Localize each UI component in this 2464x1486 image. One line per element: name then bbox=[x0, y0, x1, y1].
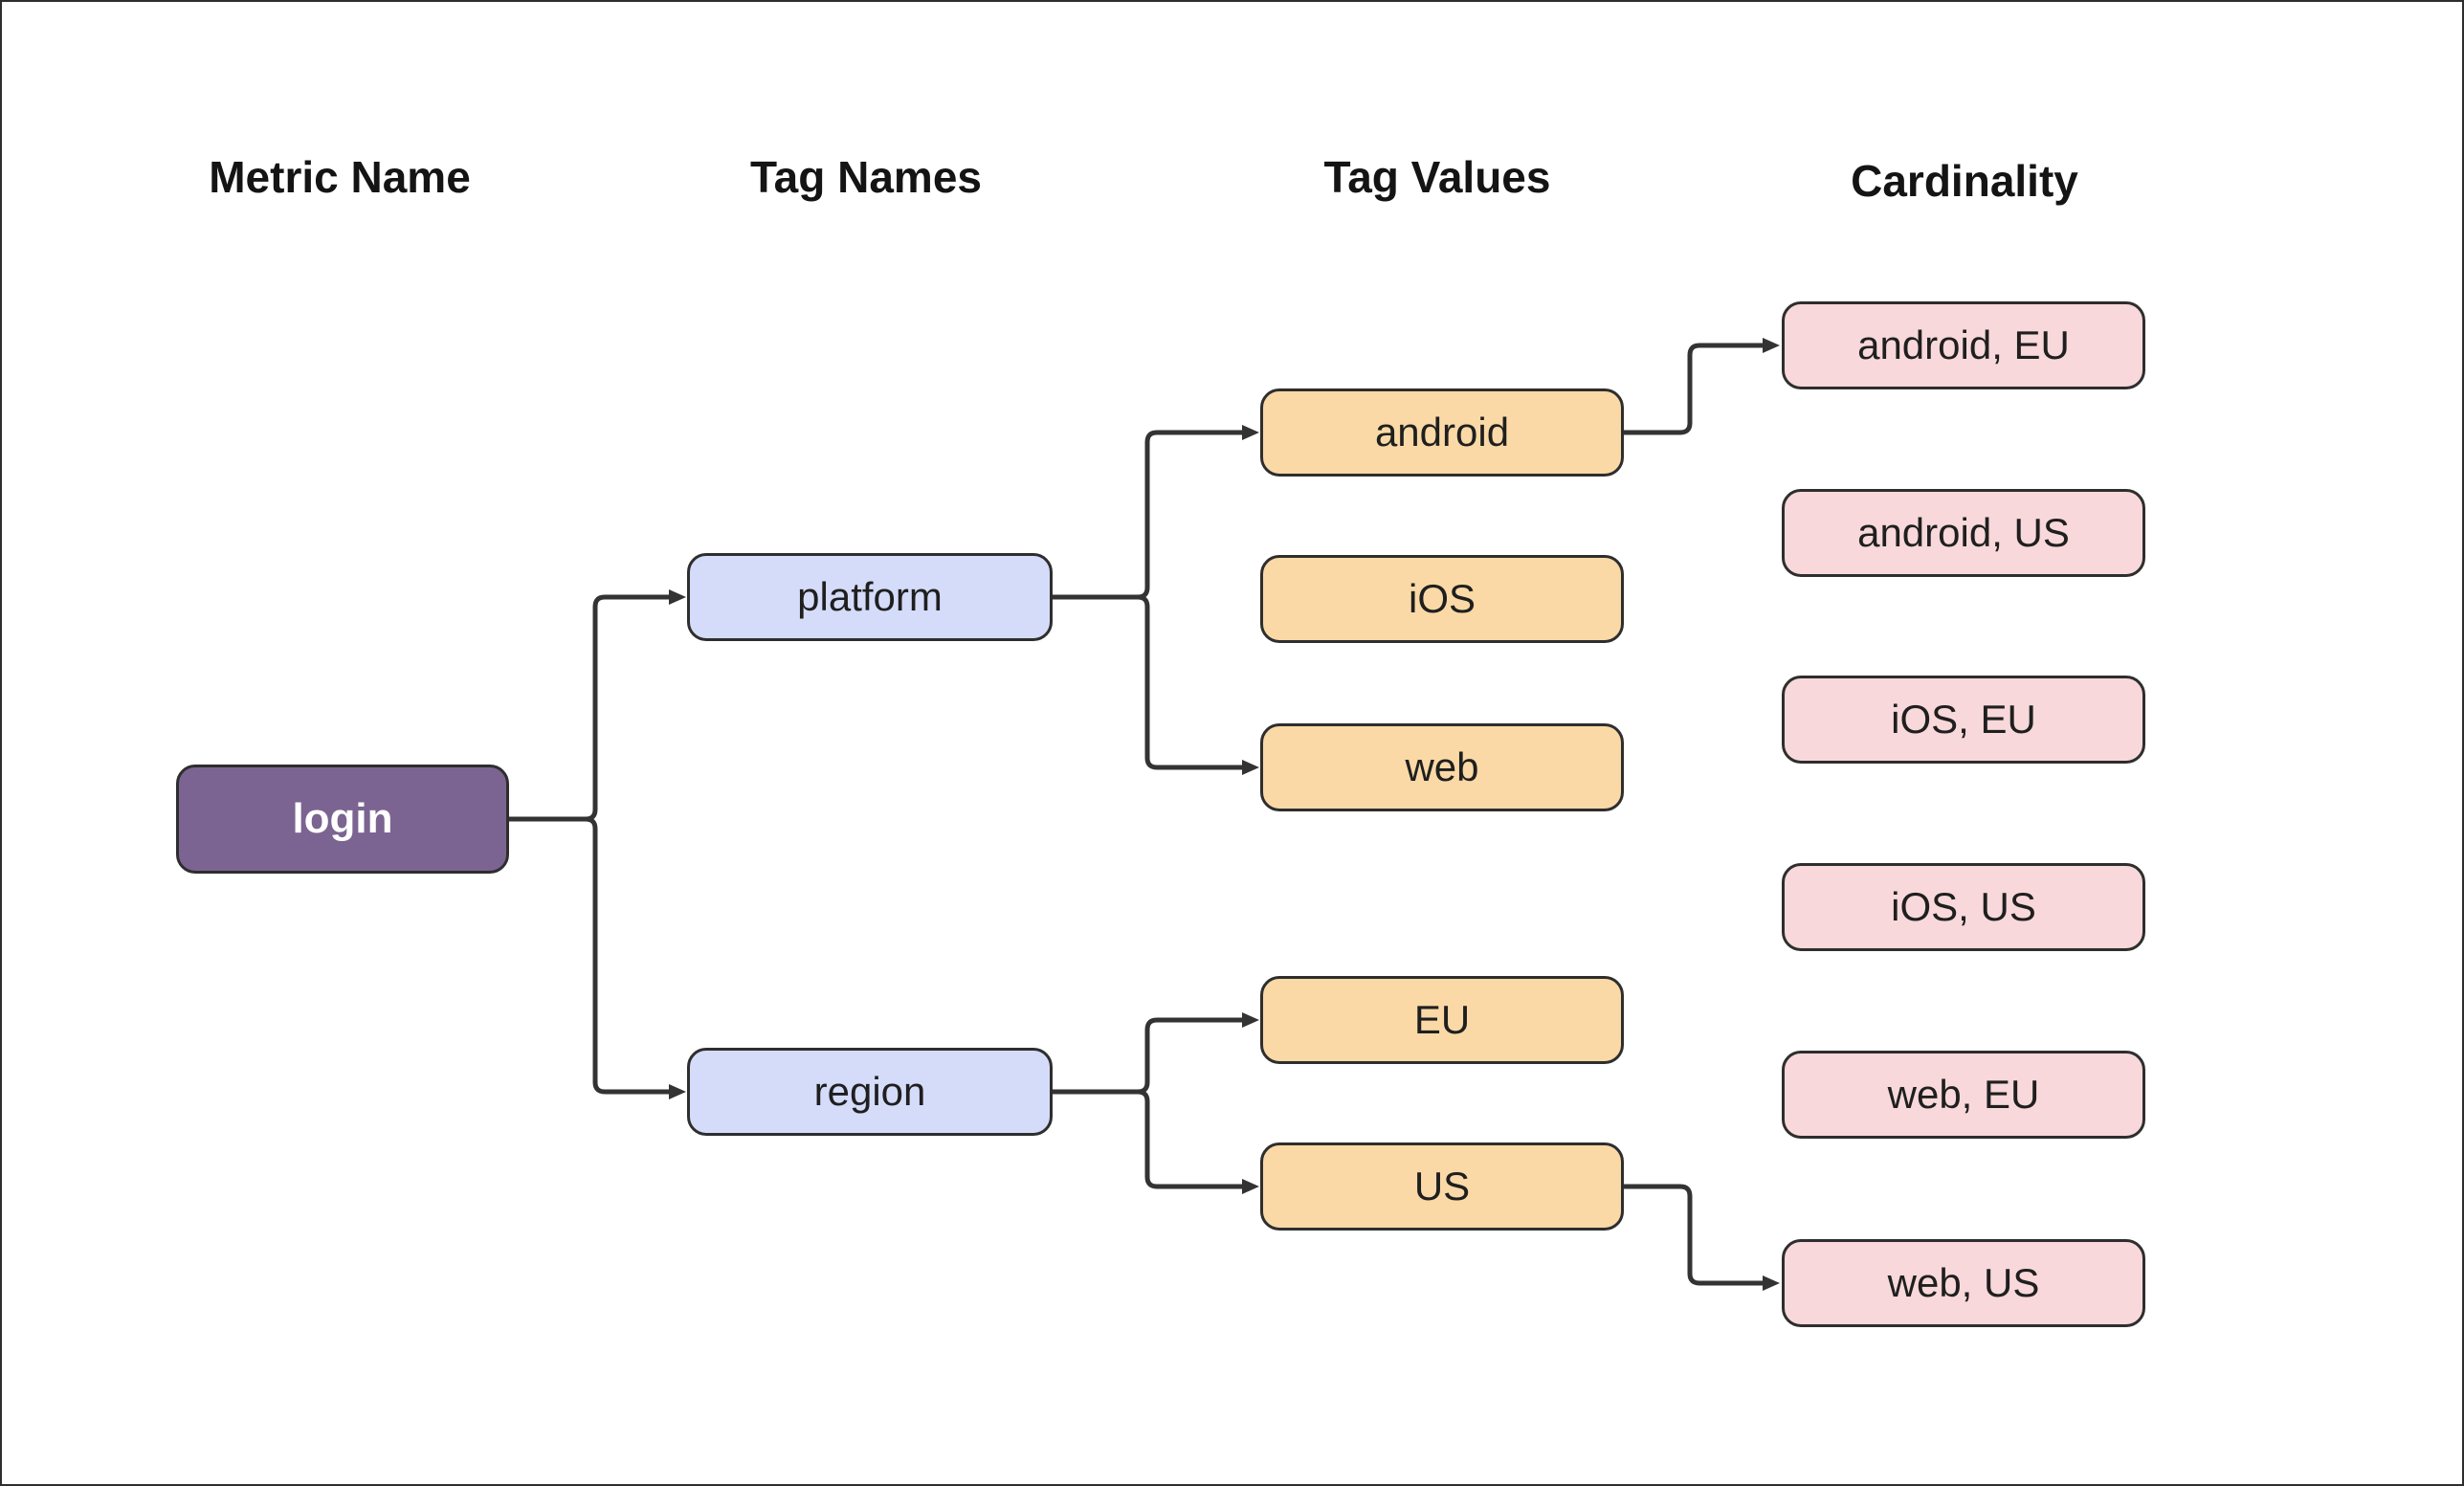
node-login: login bbox=[176, 765, 509, 874]
column-header-tag-values: Tag Values bbox=[1323, 152, 1551, 202]
edge-android-android-eu bbox=[1624, 338, 1780, 435]
node-ios: iOS bbox=[1260, 555, 1624, 643]
node-web-us: web, US bbox=[1782, 1239, 2145, 1327]
edge-us-web-us bbox=[1624, 1184, 1780, 1291]
column-header-cardinality: Cardinality bbox=[1851, 156, 2078, 206]
node-android: android bbox=[1260, 388, 1624, 477]
node-android-eu: android, EU bbox=[1782, 301, 2145, 389]
edge-login-region bbox=[509, 816, 686, 1099]
node-eu: EU bbox=[1260, 976, 1624, 1064]
edge-platform-web bbox=[1053, 594, 1259, 775]
edge-region-eu bbox=[1053, 1012, 1259, 1095]
node-region: region bbox=[687, 1048, 1053, 1136]
column-header-metric-name: Metric Name bbox=[209, 152, 471, 202]
node-us: US bbox=[1260, 1142, 1624, 1231]
node-web-eu: web, EU bbox=[1782, 1051, 2145, 1139]
node-ios-eu: iOS, EU bbox=[1782, 676, 2145, 764]
column-header-tag-names: Tag Names bbox=[749, 152, 983, 202]
node-ios-us: iOS, US bbox=[1782, 863, 2145, 951]
edge-platform-android bbox=[1053, 425, 1259, 600]
edge-region-us bbox=[1053, 1089, 1259, 1194]
node-platform: platform bbox=[687, 553, 1053, 641]
edge-login-platform bbox=[509, 589, 686, 822]
node-web: web bbox=[1260, 723, 1624, 811]
node-android-us: android, US bbox=[1782, 489, 2145, 577]
